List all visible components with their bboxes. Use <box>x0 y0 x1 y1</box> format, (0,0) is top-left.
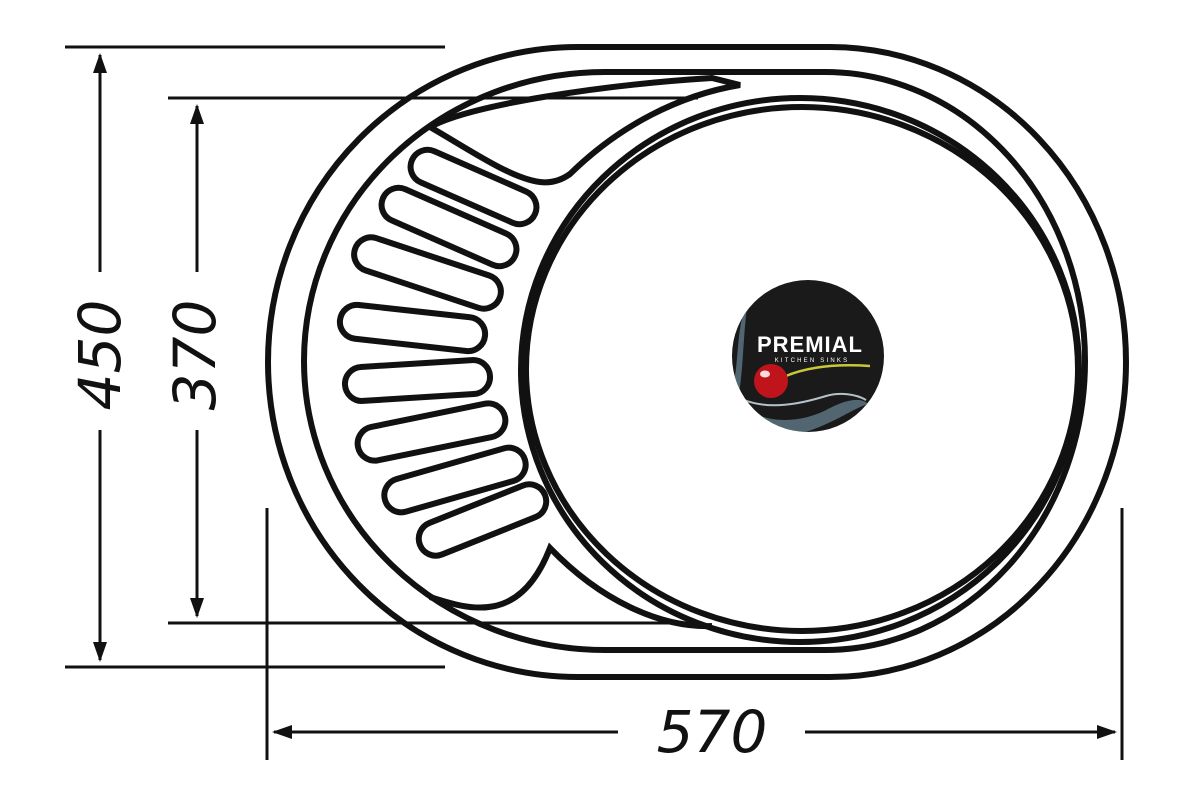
cherry-stem <box>785 364 871 378</box>
water-splash-icon <box>732 300 868 432</box>
logo-tagline: KITCHEN SINKS <box>775 358 850 364</box>
drainboard-groove <box>354 400 509 464</box>
dimension-overall-width <box>265 508 1124 760</box>
cherry-icon <box>754 364 788 398</box>
premial-logo: PREMIAL KITCHEN SINKS <box>723 276 891 440</box>
drainboard-groove <box>415 481 550 559</box>
outer-rim <box>265 44 1129 680</box>
cherry-highlight <box>760 370 770 378</box>
drainboard-outline-lower <box>429 542 713 630</box>
dimension-label-bowl-height: 370 <box>161 300 229 411</box>
dimension-overall-height <box>65 45 445 669</box>
drainboard-grooves <box>336 146 550 559</box>
drainboard-groove <box>341 357 494 404</box>
drainboard-groove <box>407 146 540 228</box>
logo-wordmark: PREMIAL <box>757 332 863 357</box>
dimension-bowl-height <box>168 96 698 625</box>
drainboard-groove <box>351 234 504 312</box>
bowl-inner <box>523 104 1081 634</box>
water-splash-streak <box>743 392 867 407</box>
drainboard-groove <box>336 301 489 355</box>
inner-rim <box>301 69 1088 653</box>
dimension-label-overall-width: 570 <box>657 698 768 766</box>
drainboard-groove <box>381 444 529 516</box>
drainboard-groove <box>378 184 520 270</box>
dimension-label-overall-height: 450 <box>66 300 134 411</box>
